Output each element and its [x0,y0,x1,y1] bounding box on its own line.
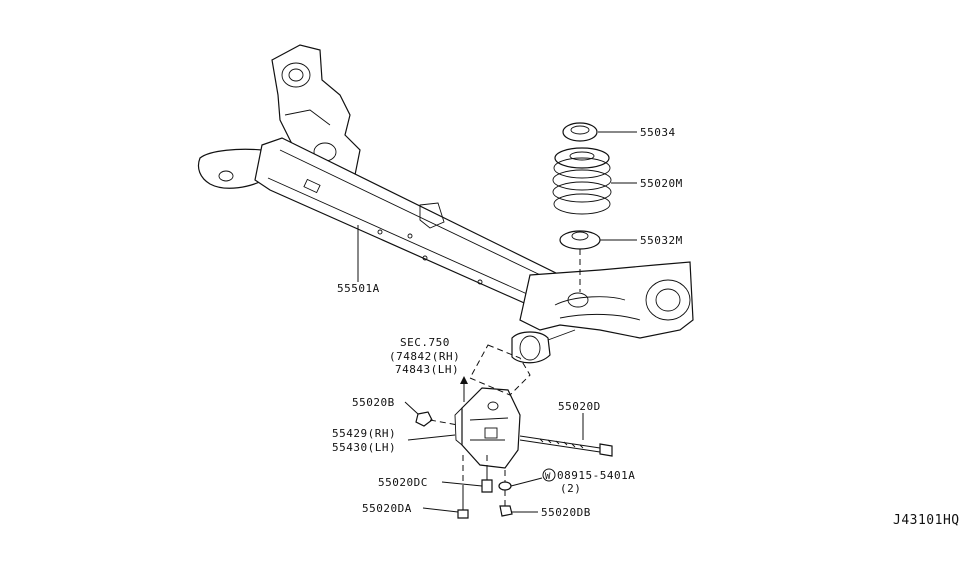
label-08915-mark: W [545,472,551,482]
label-55020b: 55020B [352,396,395,409]
long-bolt-55020d [519,435,613,457]
leader-lines [357,131,637,513]
bolt-55020da [457,455,469,519]
spring-seat-upper [562,122,598,142]
label-55501a: 55501A [337,282,380,295]
label-55032m: 55032M [640,234,683,247]
bolt-55020dc [481,455,493,493]
label-55034: 55034 [640,126,676,139]
coil-spring [552,147,612,215]
nut-55020db [499,490,513,517]
label-55429-rh: 55429(RH) [332,427,396,440]
washer-mark-circle [542,468,556,482]
diagram-code: J43101HQ [893,513,960,528]
label-55020db: 55020DB [541,506,591,519]
label-sec-750: SEC.750 [400,336,450,349]
axle-beam [197,44,694,364]
washer-08915 [498,470,512,491]
label-55020d: 55020D [558,400,601,413]
label-74842-rh: (74842(RH) [389,350,460,363]
label-74843-lh: 74843(LH) [395,363,459,376]
label-55020m: 55020M [640,177,683,190]
label-08915-qty: (2) [560,482,581,495]
label-55020da: 55020DA [362,502,412,515]
nut-55020b [415,411,459,427]
label-55430-lh: 55430(LH) [332,441,396,454]
label-08915-5401a: 08915-5401A [557,469,635,482]
bracket-assembly [454,344,531,469]
label-55020dc: 55020DC [378,476,428,489]
